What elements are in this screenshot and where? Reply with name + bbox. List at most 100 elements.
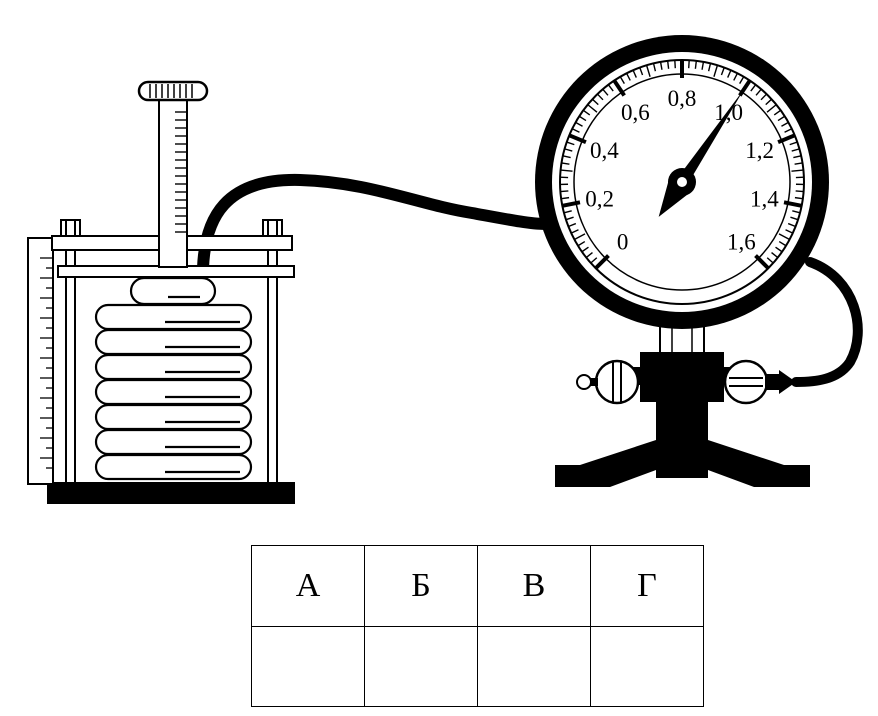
gauge-minor-tick bbox=[739, 76, 745, 85]
gauge-minor-tick bbox=[582, 109, 591, 116]
screw-knob bbox=[137, 80, 209, 102]
gauge-label: 0,8 bbox=[668, 86, 697, 111]
gauge-minor-tick bbox=[789, 141, 798, 146]
gauge-minor-tick bbox=[790, 216, 799, 221]
gauge-minor-tick bbox=[755, 88, 762, 96]
gauge-minor-tick bbox=[566, 141, 575, 146]
gauge-minor-tick bbox=[784, 128, 793, 133]
gauge-minor-tick bbox=[575, 121, 583, 127]
gauge-minor-tick bbox=[720, 67, 725, 76]
left-valve-icon bbox=[594, 359, 640, 405]
gauge-minor-tick bbox=[773, 109, 782, 116]
gauge-minor-tick bbox=[574, 233, 586, 241]
gauge-major-tick bbox=[783, 200, 803, 208]
gauge-minor-tick bbox=[578, 115, 587, 122]
gauge-label: 0,4 bbox=[590, 138, 619, 163]
gauge-label: 1,6 bbox=[727, 229, 756, 254]
gauge-minor-tick bbox=[794, 162, 803, 165]
gauge-minor-tick bbox=[590, 257, 598, 264]
gauge-minor-tick bbox=[585, 252, 593, 259]
gauge-minor-tick bbox=[570, 229, 579, 234]
right-valve-icon bbox=[723, 359, 769, 405]
bellows-press bbox=[27, 80, 295, 504]
gauge-minor-tick bbox=[564, 148, 573, 152]
gauge-minor-tick bbox=[701, 61, 705, 70]
gauge-label: 1,4 bbox=[750, 186, 779, 211]
gauge-minor-tick bbox=[778, 233, 790, 241]
gauge-label: 0,2 bbox=[585, 186, 614, 211]
gauge-minor-tick bbox=[771, 252, 779, 259]
press-nuts bbox=[60, 219, 283, 237]
gauge-minor-tick bbox=[568, 222, 577, 228]
gauge-minor-tick bbox=[596, 93, 604, 101]
gauge-minor-tick bbox=[625, 72, 631, 81]
gauge-minor-tick bbox=[791, 169, 804, 172]
gauge-scale-ticks bbox=[560, 60, 804, 270]
gauge-minor-tick bbox=[560, 190, 569, 193]
answer-cell-v[interactable] bbox=[477, 626, 591, 707]
gauge-minor-tick bbox=[565, 216, 574, 221]
gauge-major-tick bbox=[612, 79, 626, 97]
corrugated-bellows bbox=[94, 276, 253, 481]
gauge-minor-tick bbox=[792, 210, 801, 214]
gauge-scale-labels: 00,20,40,60,81,01,21,41,6 bbox=[585, 86, 779, 254]
gauge-minor-tick bbox=[587, 104, 598, 113]
gauge-minor-tick bbox=[607, 84, 614, 92]
gauge-minor-tick bbox=[577, 240, 586, 247]
gauge-minor-tick bbox=[707, 63, 712, 72]
gauge-minor-tick bbox=[560, 169, 573, 172]
gauge-minor-tick bbox=[563, 210, 572, 214]
manometer-apparatus-diagram: 00,20,40,60,81,01,21,41,6 bbox=[27, 35, 863, 504]
answer-cell-b[interactable] bbox=[364, 626, 478, 707]
answer-header-v: В bbox=[477, 545, 591, 627]
gauge-label: 1,2 bbox=[745, 138, 774, 163]
gauge-minor-tick bbox=[781, 121, 789, 127]
gauge-major-tick bbox=[594, 254, 610, 270]
gauge-minor-tick bbox=[791, 148, 800, 152]
press-base bbox=[47, 482, 295, 504]
gauge-major-tick bbox=[777, 133, 796, 145]
connecting-hose bbox=[197, 173, 551, 274]
gauge-minor-tick bbox=[571, 128, 580, 133]
gauge-minor-tick bbox=[793, 155, 802, 159]
gauge-minor-tick bbox=[561, 162, 570, 165]
answer-header-b: Б bbox=[364, 545, 478, 627]
answer-table: А Б В Г bbox=[251, 545, 704, 707]
gauge-minor-tick bbox=[639, 67, 644, 76]
gauge-minor-tick bbox=[727, 69, 732, 78]
gauge-minor-tick bbox=[659, 61, 663, 70]
gauge-minor-tick bbox=[645, 65, 651, 77]
gauge-minor-tick bbox=[733, 72, 739, 81]
answer-cell-g[interactable] bbox=[590, 626, 704, 707]
gauge-minor-tick bbox=[775, 246, 783, 253]
gauge-major-tick bbox=[561, 200, 581, 208]
gauge-major-tick bbox=[754, 254, 770, 270]
gauge-minor-tick bbox=[619, 76, 625, 85]
gauge-stand bbox=[555, 325, 810, 487]
gauge-minor-tick bbox=[785, 229, 794, 234]
gauge-minor-tick bbox=[750, 84, 757, 92]
measuring-ruler bbox=[27, 237, 54, 485]
answer-header-a: А bbox=[251, 545, 365, 627]
gauge-minor-tick bbox=[778, 240, 787, 247]
gauge-minor-tick bbox=[777, 115, 786, 122]
gauge-label: 0,6 bbox=[621, 100, 650, 125]
gauge-minor-tick bbox=[561, 196, 570, 200]
return-hose bbox=[791, 257, 863, 387]
gauge-minor-tick bbox=[632, 69, 637, 78]
gauge-minor-tick bbox=[713, 65, 719, 77]
adjusting-screw bbox=[137, 80, 209, 268]
gauge-major-tick bbox=[568, 133, 587, 145]
gauge-minor-tick bbox=[760, 93, 768, 101]
gauge-minor-tick bbox=[794, 196, 803, 200]
gauge-minor-tick bbox=[766, 257, 774, 264]
pressure-gauge: 00,20,40,60,81,01,21,41,6 bbox=[535, 35, 829, 329]
gauge-minor-tick bbox=[652, 63, 657, 72]
gauge-minor-tick bbox=[581, 246, 589, 253]
gauge-minor-tick bbox=[591, 98, 599, 106]
gauge-minor-tick bbox=[795, 190, 804, 193]
gauge-minor-tick bbox=[787, 222, 796, 228]
gauge-minor-tick bbox=[666, 60, 670, 69]
answer-cell-a[interactable] bbox=[251, 626, 365, 707]
gauge-minor-tick bbox=[602, 88, 609, 96]
